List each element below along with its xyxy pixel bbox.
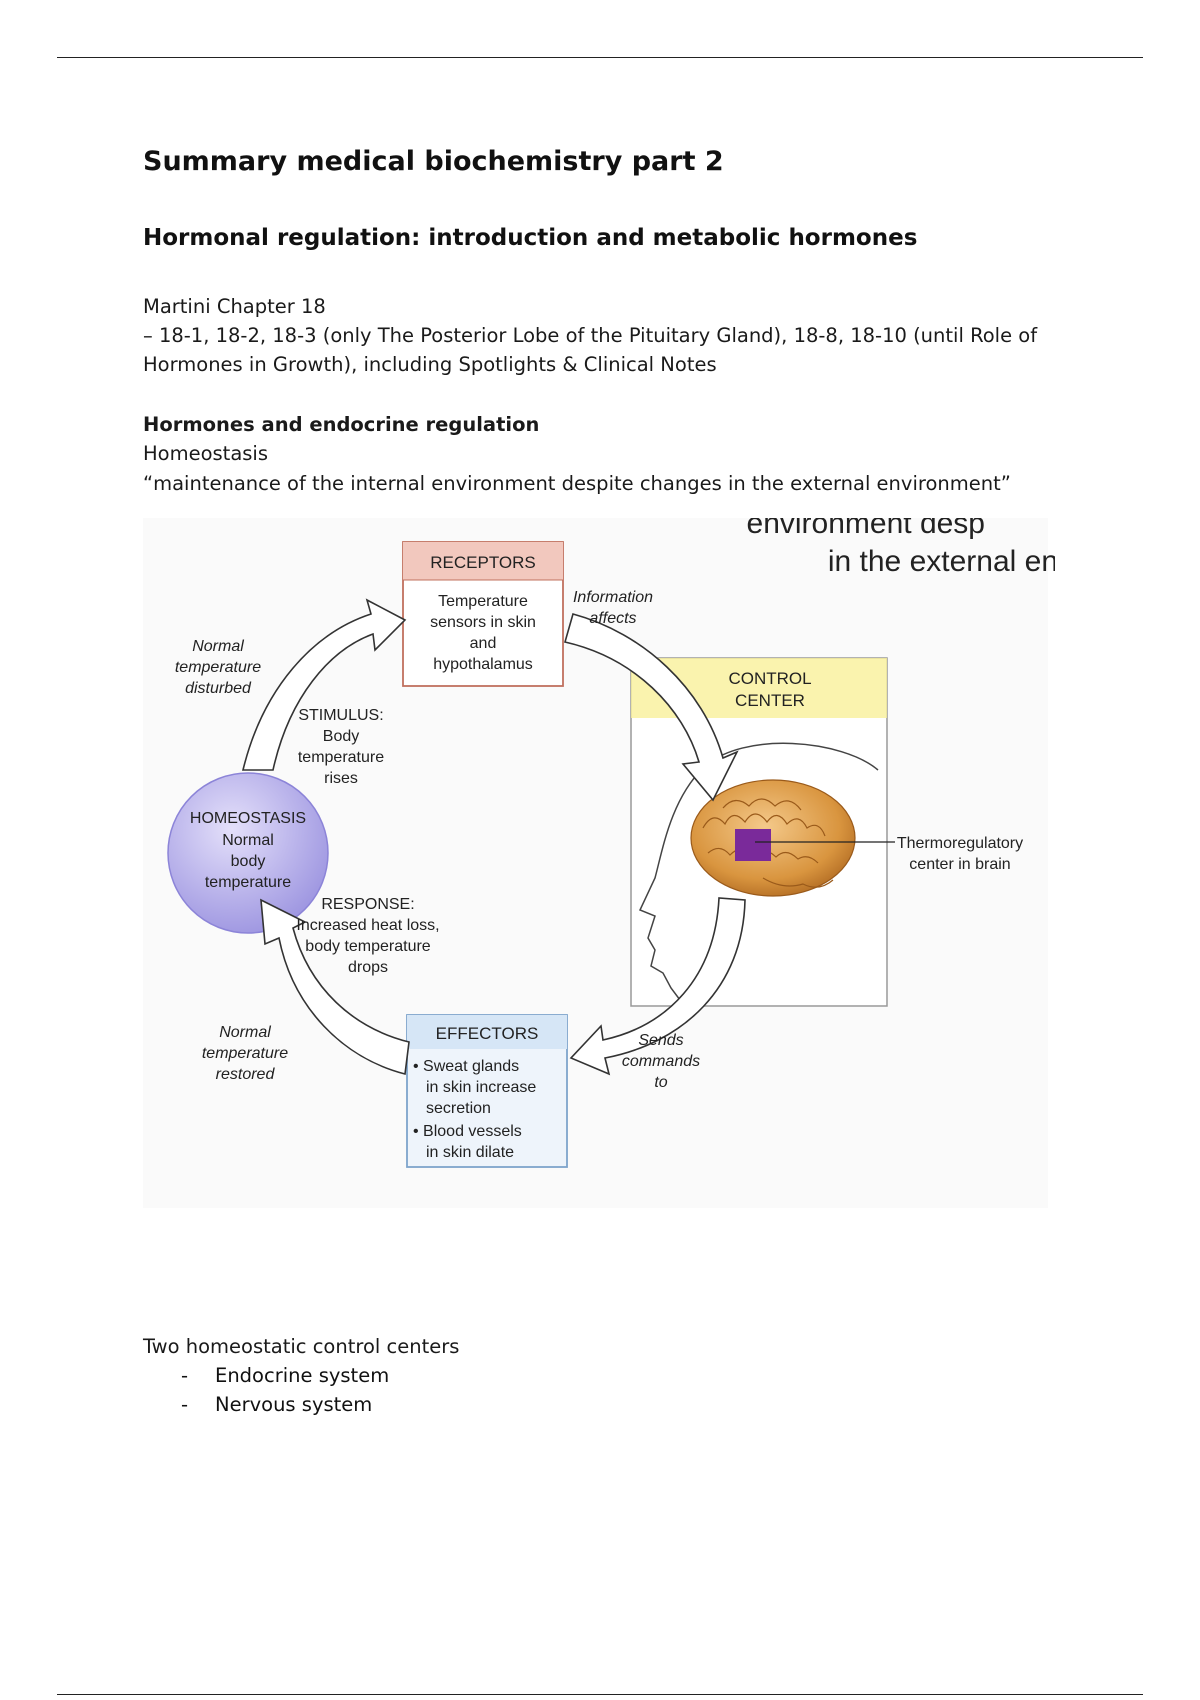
svg-text:Body: Body	[323, 728, 359, 745]
receptors-text: hypothalamus	[433, 656, 533, 673]
header-rule	[57, 57, 1143, 58]
svg-text:restored: restored	[216, 1066, 276, 1083]
homeostasis-text: temperature	[205, 874, 291, 891]
control-center-title: CONTROL	[728, 669, 811, 688]
reading-sections-cont: Hormones in Growth), including Spotlight…	[143, 353, 717, 376]
effectors-text: • Blood vessels	[413, 1123, 522, 1140]
reading-sections: – 18-1, 18-2, 18-3 (only The Posterior L…	[143, 324, 1038, 347]
arrow-commands	[569, 897, 746, 1076]
section-title: Hormonal regulation: introduction and me…	[143, 225, 918, 251]
document-title: Summary medical biochemistry part 2	[143, 146, 724, 177]
svg-text:commands: commands	[622, 1053, 700, 1070]
arrow-response	[260, 898, 410, 1076]
svg-text:Normal: Normal	[219, 1024, 271, 1041]
brain-illustration	[638, 742, 895, 1005]
arrow-stimulus	[241, 598, 407, 771]
footer-rule	[57, 1694, 1143, 1695]
svg-text:STIMULUS:: STIMULUS:	[298, 707, 383, 724]
svg-text:body temperature: body temperature	[305, 938, 431, 955]
effectors-text: • Sweat glands	[413, 1058, 519, 1075]
control-centers-intro: Two homeostatic control centers	[143, 1335, 460, 1358]
section-heading: Hormones and endocrine regulation	[143, 413, 540, 436]
svg-text:Information: Information	[573, 589, 653, 606]
cropped-slide-text: in the external en	[828, 545, 1055, 578]
receptors-text: Temperature	[438, 593, 528, 610]
label-sends-commands: Sends commands to	[622, 1032, 700, 1091]
reading-chapter: Martini Chapter 18	[143, 295, 326, 318]
homeostasis-title: HOMEOSTASIS	[190, 810, 306, 827]
homeostasis-term: Homeostasis	[143, 442, 269, 465]
cropped-slide-text: environment desp	[747, 518, 985, 540]
control-center-title: CENTER	[735, 691, 805, 710]
svg-text:Sends: Sends	[638, 1032, 683, 1049]
receptors-text: sensors in skin	[430, 614, 536, 631]
list-item: -Endocrine system	[181, 1364, 390, 1387]
receptors-text: and	[470, 635, 497, 652]
thermoregulatory-label: center in brain	[909, 856, 1010, 873]
svg-text:temperature: temperature	[202, 1045, 288, 1062]
arrow-information	[563, 613, 739, 802]
svg-text:affects: affects	[589, 610, 636, 627]
homeostasis-text: Normal	[222, 832, 274, 849]
receptors-box: RECEPTORS Temperature sensors in skin an…	[402, 541, 564, 687]
label-disturbed: Normal temperature disturbed	[175, 638, 261, 697]
svg-text:RESPONSE:: RESPONSE:	[321, 896, 414, 913]
label-stimulus: STIMULUS: Body temperature rises	[298, 707, 384, 787]
svg-text:disturbed: disturbed	[185, 680, 252, 697]
control-centers-list: -Endocrine system -Nervous system	[143, 1361, 389, 1419]
svg-text:Normal: Normal	[192, 638, 244, 655]
thermoregulatory-center-marker	[735, 829, 771, 861]
effectors-text: in skin dilate	[426, 1144, 514, 1161]
list-item: -Nervous system	[181, 1393, 373, 1416]
effectors-text: in skin increase	[426, 1079, 536, 1096]
homeostasis-feedback-diagram: environment desp in the external en CONT…	[143, 518, 1055, 1218]
homeostasis-definition: “maintenance of the internal environment…	[143, 472, 1011, 495]
svg-text:drops: drops	[348, 959, 388, 976]
label-response: RESPONSE: Increased heat loss, body temp…	[296, 896, 439, 976]
svg-text:temperature: temperature	[175, 659, 261, 676]
effectors-box: EFFECTORS • Sweat glands in skin increas…	[406, 1014, 568, 1168]
svg-text:rises: rises	[324, 770, 358, 787]
effectors-title: EFFECTORS	[436, 1024, 539, 1043]
homeostasis-circle: HOMEOSTASIS Normal body temperature	[167, 772, 329, 934]
svg-text:to: to	[654, 1074, 667, 1091]
svg-text:Increased heat loss,: Increased heat loss,	[296, 917, 439, 934]
svg-text:temperature: temperature	[298, 749, 384, 766]
label-information: Information affects	[573, 589, 653, 627]
effectors-text: secretion	[426, 1100, 491, 1117]
receptors-title: RECEPTORS	[430, 553, 536, 572]
label-restored: Normal temperature restored	[202, 1024, 288, 1083]
thermoregulatory-label: Thermoregulatory	[897, 835, 1023, 852]
homeostasis-text: body	[231, 853, 266, 870]
